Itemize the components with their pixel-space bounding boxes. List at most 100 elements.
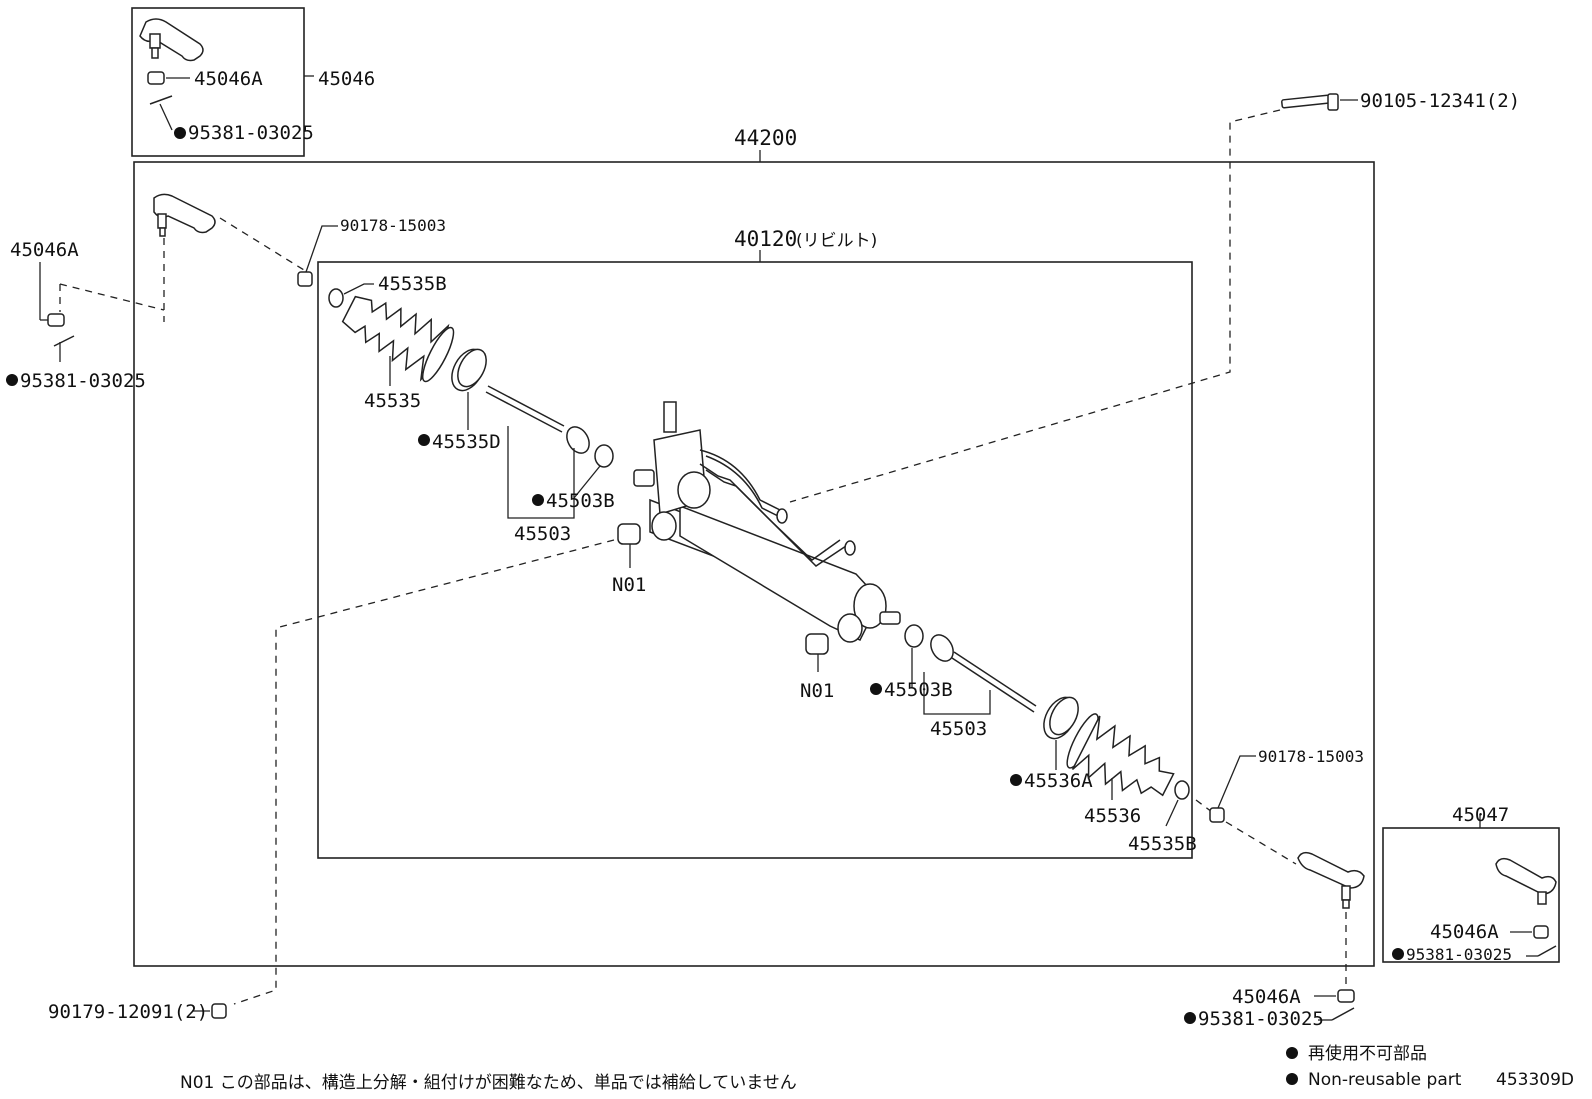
svg-text:45046A: 45046A xyxy=(194,68,263,90)
svg-text:90178-15003: 90178-15003 xyxy=(1258,747,1364,766)
right-band-label: 45536A xyxy=(1024,770,1093,792)
rack-assy-label: 44200 xyxy=(734,126,797,150)
diagram-id-label: 453309D xyxy=(1496,1070,1574,1090)
svg-text:45046A: 45046A xyxy=(10,239,79,261)
rebuilt-assy-box xyxy=(317,261,1193,859)
left-tie-rod-icon xyxy=(485,385,590,454)
right-tie-rod-label: 45503 xyxy=(930,718,987,740)
svg-text:90105-12341(2): 90105-12341(2) xyxy=(1360,90,1520,112)
svg-text:再使用不可部品: 再使用不可部品 xyxy=(1308,1043,1427,1064)
left-cotter-pin-icon xyxy=(53,335,75,347)
top-box-pin-label: 95381-03025 xyxy=(188,122,314,144)
left-band-label: 45535D xyxy=(432,431,501,453)
svg-text:Non-reusable part: Non-reusable part xyxy=(1308,1070,1462,1090)
svg-text:N01: N01 xyxy=(612,574,646,596)
svg-text:45535B: 45535B xyxy=(1128,833,1197,855)
svg-text:45503B: 45503B xyxy=(884,679,953,701)
svg-text:45503: 45503 xyxy=(514,523,571,545)
lower-nut-label: 45046A xyxy=(1232,986,1301,1008)
svg-text:453309D: 453309D xyxy=(1496,1070,1574,1090)
right-inner-washer-icon xyxy=(904,624,924,648)
legend-jp-label: 再使用不可部品 xyxy=(1308,1043,1427,1064)
right-tie-rod-end-icon xyxy=(1297,851,1365,909)
legend-en-dot xyxy=(1286,1073,1298,1085)
left-nut-label: 45046A xyxy=(10,239,79,261)
top-box-assy-label: 45046 xyxy=(318,68,375,90)
left-inner-washer-label: 45503B xyxy=(546,490,615,512)
left-clip-label: 45535B xyxy=(378,273,447,295)
legend-jp-dot xyxy=(1286,1047,1298,1059)
lower-cotter-pin-icon xyxy=(1331,1007,1355,1021)
right-box-pin-nonreusable-dot xyxy=(1392,948,1404,960)
svg-text:95381-03025: 95381-03025 xyxy=(188,122,314,144)
left-band-nonreusable-dot xyxy=(418,434,430,446)
top-nut-icon xyxy=(147,71,165,85)
left-washer-label: 90178-15003 xyxy=(340,216,446,235)
right-tie-rod-icon xyxy=(930,634,1037,713)
lower-pin-label: 95381-03025 xyxy=(1198,1008,1324,1030)
right-boot-icon xyxy=(1066,713,1175,797)
top-left-assy-box xyxy=(131,7,305,157)
left-band-icon xyxy=(451,348,487,392)
right-box-nut-label: 45046A xyxy=(1430,921,1499,943)
right-bushing-label: N01 xyxy=(800,680,834,702)
left-tie-rod-end-icon xyxy=(153,193,216,237)
upper-bolt-icon xyxy=(1281,93,1339,111)
svg-text:90178-15003: 90178-15003 xyxy=(340,216,446,235)
lower-nut-icon xyxy=(1337,989,1355,1003)
left-nut-icon xyxy=(47,313,65,327)
left-bushing-icon xyxy=(617,523,641,545)
svg-text:45503: 45503 xyxy=(930,718,987,740)
left-bushing-label: N01 xyxy=(612,574,646,596)
legend-en-label: Non-reusable part xyxy=(1308,1070,1462,1090)
right-box-assy-label: 45047 xyxy=(1452,804,1509,826)
left-boot-icon xyxy=(341,295,455,383)
left-washer-icon xyxy=(297,271,313,287)
left-boot-label: 45535 xyxy=(364,390,421,412)
top-tie-rod-end-icon xyxy=(139,18,204,62)
left-clip-icon xyxy=(328,288,344,308)
svg-text:45536: 45536 xyxy=(1084,805,1141,827)
left-inner-washer-nonreusable-dot xyxy=(532,494,544,506)
right-bushing-icon xyxy=(805,633,829,655)
svg-text:45047: 45047 xyxy=(1452,804,1509,826)
top-box-nut-label: 45046A xyxy=(194,68,263,90)
right-clip-label: 45535B xyxy=(1128,833,1197,855)
right-band-nonreusable-dot xyxy=(1010,774,1022,786)
rebuilt-assy-label: 40120 xyxy=(734,227,797,251)
left-pin-nonreusable-dot xyxy=(6,374,18,386)
right-inner-washer-label: 45503B xyxy=(884,679,953,701)
svg-text:45046: 45046 xyxy=(318,68,375,90)
right-box-pin-label: 95381-03025 xyxy=(1406,945,1512,964)
footer-note: N01 この部品は、構造上分解・組付けが困難なため、単品では補給していません xyxy=(180,1073,797,1093)
svg-text:44200: 44200 xyxy=(734,126,797,150)
top-nonreusable-dot xyxy=(174,127,186,139)
svg-text:40120: 40120 xyxy=(734,227,797,251)
svg-text:45535D: 45535D xyxy=(432,431,501,453)
right-clip-icon xyxy=(1174,780,1190,800)
svg-text:45046A: 45046A xyxy=(1430,921,1499,943)
rebuilt-note-label: (リビルト) xyxy=(796,231,877,251)
top-cotter-pin-icon xyxy=(149,95,173,105)
right-inner-washer-nonreusable-dot xyxy=(870,683,882,695)
svg-text:45503B: 45503B xyxy=(546,490,615,512)
lower-bolt-label: 90179-12091(2) xyxy=(48,1001,208,1023)
svg-text:(リビルト): (リビルト) xyxy=(796,231,877,251)
right-box-nut-icon xyxy=(1533,925,1549,939)
upper-bolt-label: 90105-12341(2) xyxy=(1360,90,1520,112)
svg-text:95381-03025: 95381-03025 xyxy=(1406,945,1512,964)
svg-text:90179-12091(2): 90179-12091(2) xyxy=(48,1001,208,1023)
svg-text:N01 この部品は、構造上分解・組付けが困難なため、単品では: N01 この部品は、構造上分解・組付けが困難なため、単品では補給していません xyxy=(180,1073,797,1093)
svg-text:45535: 45535 xyxy=(364,390,421,412)
svg-text:45535B: 45535B xyxy=(378,273,447,295)
lower-bolt-icon xyxy=(211,1003,227,1019)
svg-text:N01: N01 xyxy=(800,680,834,702)
svg-text:45536A: 45536A xyxy=(1024,770,1093,792)
rack-assy-box xyxy=(133,161,1375,967)
svg-text:45046A: 45046A xyxy=(1232,986,1301,1008)
right-boot-label: 45536 xyxy=(1084,805,1141,827)
svg-text:95381-03025: 95381-03025 xyxy=(20,370,146,392)
right-box-cotter-pin-icon xyxy=(1537,945,1557,957)
right-washer-icon xyxy=(1209,807,1225,823)
